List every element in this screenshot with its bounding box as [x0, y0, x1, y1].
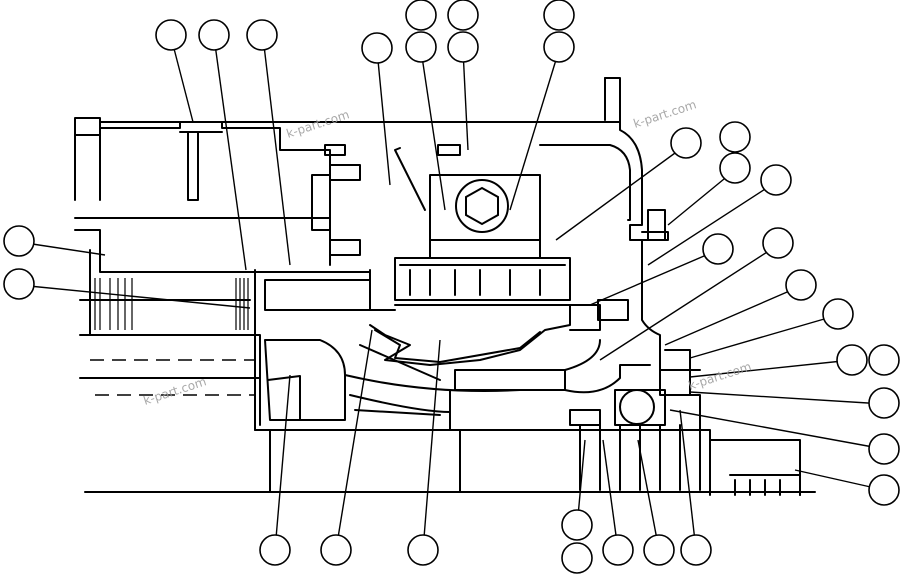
callout-circle	[405, 31, 437, 63]
callout-circle	[405, 0, 437, 31]
callout-circle	[407, 534, 439, 566]
callout-circle	[643, 534, 675, 566]
callout-circle	[719, 121, 751, 153]
callout-circle	[868, 387, 900, 419]
drawing-body	[74, 77, 816, 496]
callout-circle	[561, 542, 593, 574]
watermark: k-part.com	[687, 359, 753, 393]
watermark: k-part.com	[285, 107, 351, 141]
callout-circle	[762, 227, 794, 259]
callout-circle	[868, 344, 900, 376]
callout-circle	[836, 344, 868, 376]
callout-circle	[447, 0, 479, 31]
callout-circle	[3, 268, 35, 300]
callout-circle	[198, 19, 230, 51]
callout-circle	[868, 474, 900, 506]
callout-circle	[155, 19, 187, 51]
callout-circle	[3, 225, 35, 257]
callout-circle	[246, 19, 278, 51]
watermark: k-part.com	[142, 374, 208, 408]
callout-circle	[680, 534, 712, 566]
callout-circle	[543, 31, 575, 63]
callout-circle	[602, 534, 634, 566]
callout-circle	[561, 509, 593, 541]
watermark: k-part.com	[632, 97, 698, 131]
callout-circle	[259, 534, 291, 566]
callout-circle	[670, 127, 702, 159]
leader-lines	[18, 36, 885, 551]
callout-circles	[3, 0, 900, 574]
callout-circle	[822, 298, 854, 330]
callout-circle	[785, 269, 817, 301]
callout-circle	[447, 31, 479, 63]
callout-circle	[320, 534, 352, 566]
callout-circle	[361, 32, 393, 64]
callout-circle	[702, 233, 734, 265]
callout-circle	[543, 0, 575, 31]
callout-circle	[868, 433, 900, 465]
callout-circle	[760, 164, 792, 196]
callout-circle	[719, 152, 751, 184]
